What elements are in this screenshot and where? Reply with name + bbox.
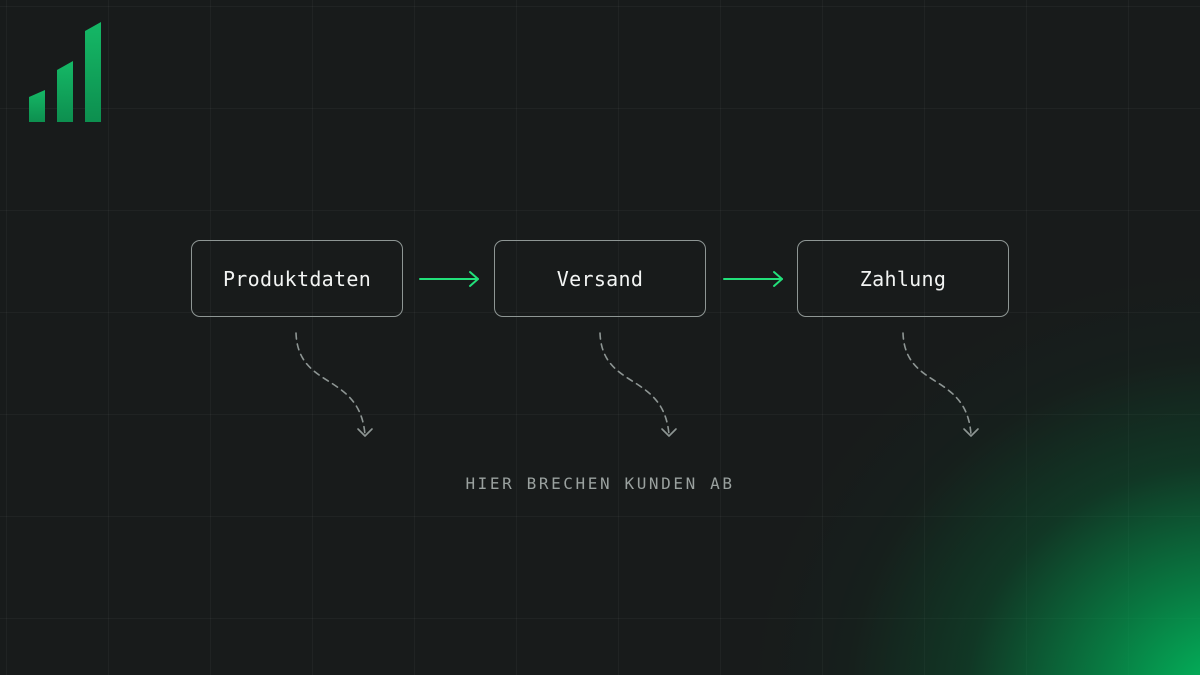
dropoff-label: HIER BRECHEN KUNDEN AB (465, 474, 735, 493)
step-label: Versand (556, 266, 644, 291)
logo-bar-small (29, 90, 45, 122)
step-versand: Versand (494, 240, 706, 317)
step-zahlung: Zahlung (797, 240, 1009, 317)
bar-chart-logo-icon (29, 22, 101, 122)
dropoff-arrow-1 (295, 332, 373, 437)
dropoff-arrow-2 (599, 332, 677, 437)
step-produktdaten: Produktdaten (191, 240, 403, 317)
logo-bar-large (85, 22, 101, 122)
logo-bar-medium (57, 61, 73, 122)
step-label: Zahlung (859, 266, 947, 291)
dropoff-arrow-3 (902, 332, 979, 437)
step-label: Produktdaten (222, 266, 372, 291)
connector-arrow-1 (419, 271, 479, 287)
connector-arrow-2 (723, 271, 783, 287)
